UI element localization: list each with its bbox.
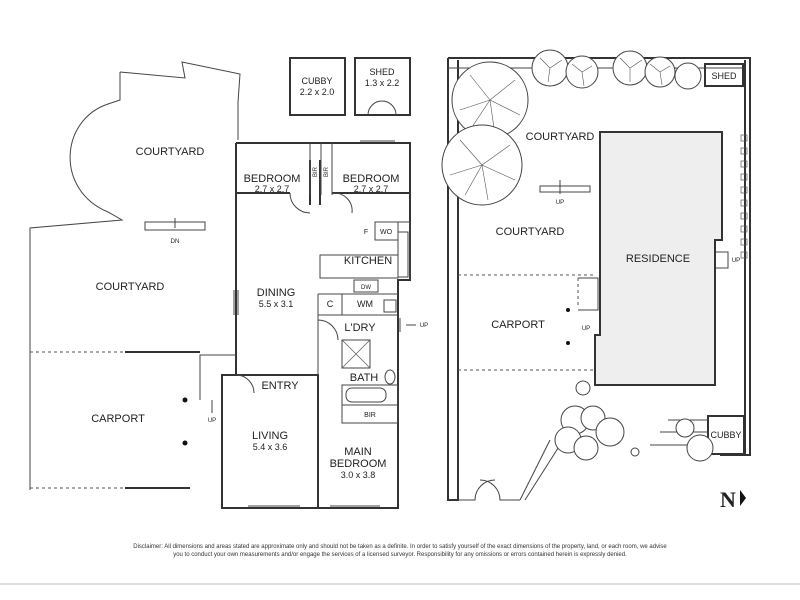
windows xyxy=(233,140,395,507)
courtyard-left-label: COURTYARD xyxy=(96,281,165,293)
shed-dims: 1.3 x 2.2 xyxy=(365,78,400,88)
cubby-label: CUBBY xyxy=(301,76,332,86)
site-east-up-label: UP xyxy=(732,258,740,264)
floor-plan: COURTYARD COURTYARD CARPORT CUBBY 2.2 x … xyxy=(29,57,428,509)
site-cubby-box xyxy=(707,415,745,455)
dishwasher-box xyxy=(353,279,379,293)
trees xyxy=(441,49,714,462)
toilet xyxy=(384,369,396,385)
site-carport-label: CARPORT xyxy=(491,319,545,331)
site-path xyxy=(519,439,561,501)
carport-up-label: UP xyxy=(208,418,216,424)
carport-edges xyxy=(125,351,200,489)
cubby-box xyxy=(289,57,346,116)
courtyard-outline xyxy=(29,61,241,490)
house-outer-wall xyxy=(221,142,411,509)
site-carport-post xyxy=(566,308,570,312)
north-arrow: N xyxy=(720,487,746,512)
site-carport-up-label: UP xyxy=(582,326,590,332)
fridge-label: F xyxy=(364,229,368,236)
laundry-label: L'DRY xyxy=(344,322,376,334)
bir-2-label: BIR xyxy=(324,166,330,177)
shower xyxy=(341,339,371,369)
bedroom-2-dims: 2.7 x 2.7 xyxy=(354,184,389,194)
bir-main xyxy=(341,404,399,424)
laundry-up-label: UP xyxy=(420,323,428,329)
carport-post xyxy=(182,440,188,446)
dn-label: DN xyxy=(171,239,180,245)
shed-box xyxy=(354,57,411,116)
bedroom-2-label: BEDROOM xyxy=(343,173,400,185)
site-carport-outline xyxy=(458,274,595,371)
residence-label: RESIDENCE xyxy=(626,253,690,265)
living-label: LIVING xyxy=(252,430,288,442)
bir-lines xyxy=(309,143,333,195)
site-courtyard-step xyxy=(539,185,591,193)
bath-label: BATH xyxy=(350,372,379,384)
site-plan: SHED COURTYARD UP COURTYARD RESIDENCE UP… xyxy=(441,49,751,501)
residence-east-step xyxy=(716,251,729,269)
site-gate xyxy=(458,479,520,501)
site-shed-box xyxy=(704,63,744,87)
disclaimer-text: Disclaimer: All dimensions and areas sta… xyxy=(133,544,667,558)
bedroom-doors xyxy=(289,192,353,214)
entry-door xyxy=(199,354,255,400)
fence-posts xyxy=(740,134,748,259)
residence-building xyxy=(594,131,723,386)
bir-1-label: BIR xyxy=(313,166,319,177)
carport-label: CARPORT xyxy=(91,413,145,425)
main-bedroom-label-2: BEDROOM xyxy=(330,458,387,470)
site-courtyard-top-label: COURTYARD xyxy=(526,131,595,143)
site-courtyard-mid-label: COURTYARD xyxy=(496,226,565,238)
laundry-up-arrow xyxy=(399,318,416,332)
site-shed-label: SHED xyxy=(711,71,737,81)
dining-label: DINING xyxy=(257,287,296,299)
site-carport-step xyxy=(578,277,599,311)
courtyard-top-label: COURTYARD xyxy=(136,146,205,158)
kitchen-label: KITCHEN xyxy=(344,255,392,267)
cupboard-label: C xyxy=(327,299,334,309)
living-dims: 5.4 x 3.6 xyxy=(253,442,288,452)
site-courtyard-up-label: UP xyxy=(556,200,564,206)
main-bedroom-label: MAIN xyxy=(344,446,372,458)
north-arrow-icon xyxy=(740,490,746,506)
site-carport-post xyxy=(566,341,570,345)
main-bedroom-dims: 3.0 x 3.8 xyxy=(341,470,376,480)
bathtub-inner xyxy=(345,387,387,403)
cubby-dims: 2.2 x 2.0 xyxy=(300,87,335,97)
dining-dims: 5.5 x 3.1 xyxy=(259,299,294,309)
shed-doors xyxy=(367,100,397,116)
shed-label: SHED xyxy=(369,67,395,77)
bedroom-1-label: BEDROOM xyxy=(244,173,301,185)
carport-post xyxy=(182,397,188,403)
wall-oven-label: WO xyxy=(380,229,393,236)
carport-outline xyxy=(30,351,125,489)
shower-cross xyxy=(341,339,371,369)
bir-main-label: BIR xyxy=(364,412,376,419)
dishwasher-label: DW xyxy=(361,285,371,291)
laundry-walls xyxy=(317,293,398,375)
bedroom-1-dims: 2.7 x 2.7 xyxy=(255,184,290,194)
site-cubby-label: CUBBY xyxy=(710,430,741,440)
north-label: N xyxy=(720,487,736,512)
kitchen-cooktop xyxy=(397,231,409,278)
laundry-door xyxy=(317,319,339,341)
entry-label: ENTRY xyxy=(261,380,299,392)
washing-machine-label: WM xyxy=(357,299,373,309)
